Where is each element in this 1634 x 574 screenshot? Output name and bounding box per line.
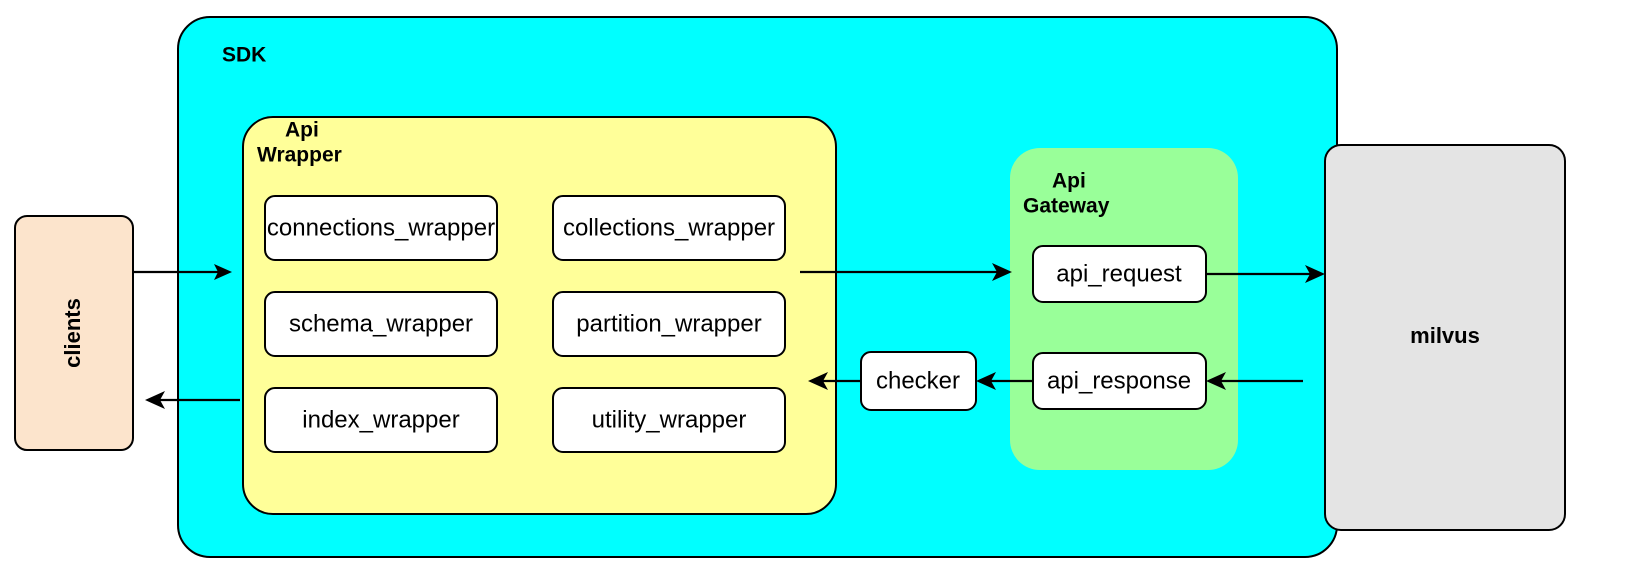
node-utility-wrapper[interactable]: utility_wrapper [552, 387, 786, 453]
api-request-label: api_request [1056, 260, 1182, 287]
node-api-response[interactable]: api_response [1032, 352, 1207, 410]
clients-label: clients [60, 298, 85, 368]
node-connections-wrapper[interactable]: connections_wrapper [264, 195, 498, 261]
index-wrapper-box[interactable] [264, 387, 498, 453]
sdk-label: SDK [222, 44, 266, 67]
edge-milvus-to-response [1206, 372, 1303, 390]
api-request-box[interactable] [1032, 245, 1207, 303]
node-schema-wrapper[interactable]: schema_wrapper [264, 291, 498, 357]
schema-wrapper-box[interactable] [264, 291, 498, 357]
arrowhead-left-checker-to-wrapper [808, 372, 828, 390]
edge-checker-to-wrapper [808, 372, 861, 390]
arrowhead-left-wrapper-to-clients [145, 391, 165, 409]
arrowhead-right-request-to-milvus [1305, 265, 1325, 283]
milvus-label: milvus [1410, 323, 1480, 348]
index-wrapper-label: index_wrapper [302, 406, 459, 433]
edge-clients-to-wrapper [133, 264, 232, 280]
container-api-gateway[interactable]: Api Gateway [1010, 148, 1238, 470]
edge-request-to-milvus [1206, 265, 1325, 283]
arrowhead-right-clients-to-wrapper [214, 264, 232, 280]
edge-response-to-checker [976, 372, 1033, 390]
clients-box[interactable] [14, 215, 134, 451]
partition-wrapper-box[interactable] [552, 291, 786, 357]
node-partition-wrapper[interactable]: partition_wrapper [552, 291, 786, 357]
partition-wrapper-label: partition_wrapper [576, 310, 761, 337]
checker-label: checker [876, 367, 960, 394]
connections-wrapper-box[interactable] [264, 195, 498, 261]
checker-box[interactable] [860, 351, 977, 411]
schema-wrapper-label: schema_wrapper [289, 310, 473, 337]
node-collections-wrapper[interactable]: collections_wrapper [552, 195, 786, 261]
edge-wrapper-to-gateway [800, 263, 1012, 281]
node-milvus[interactable]: milvus [1324, 144, 1566, 531]
arrowhead-right-wrapper-to-gateway [992, 263, 1012, 281]
node-api-request[interactable]: api_request [1032, 245, 1207, 303]
api-wrapper-label-line1: Api [285, 119, 319, 142]
connections-wrapper-label: connections_wrapper [267, 214, 495, 241]
arrowhead-left-response-to-checker [976, 372, 996, 390]
api-response-box[interactable] [1032, 352, 1207, 410]
collections-wrapper-box[interactable] [552, 195, 786, 261]
utility-wrapper-box[interactable] [552, 387, 786, 453]
utility-wrapper-label: utility_wrapper [592, 406, 747, 433]
node-index-wrapper[interactable]: index_wrapper [264, 387, 498, 453]
arrowhead-left-milvus-to-response [1206, 372, 1226, 390]
node-checker[interactable]: checker [860, 351, 977, 411]
node-clients[interactable]: clients [14, 215, 134, 451]
api-gateway-label-line1: Api [1052, 170, 1086, 193]
api-response-label: api_response [1047, 367, 1191, 394]
api-gateway-label-line2: Gateway [1023, 195, 1110, 218]
collections-wrapper-label: collections_wrapper [563, 214, 775, 241]
edge-wrapper-to-clients [145, 391, 240, 409]
milvus-box[interactable] [1324, 144, 1566, 531]
api-wrapper-label-line2: Wrapper [257, 144, 342, 167]
